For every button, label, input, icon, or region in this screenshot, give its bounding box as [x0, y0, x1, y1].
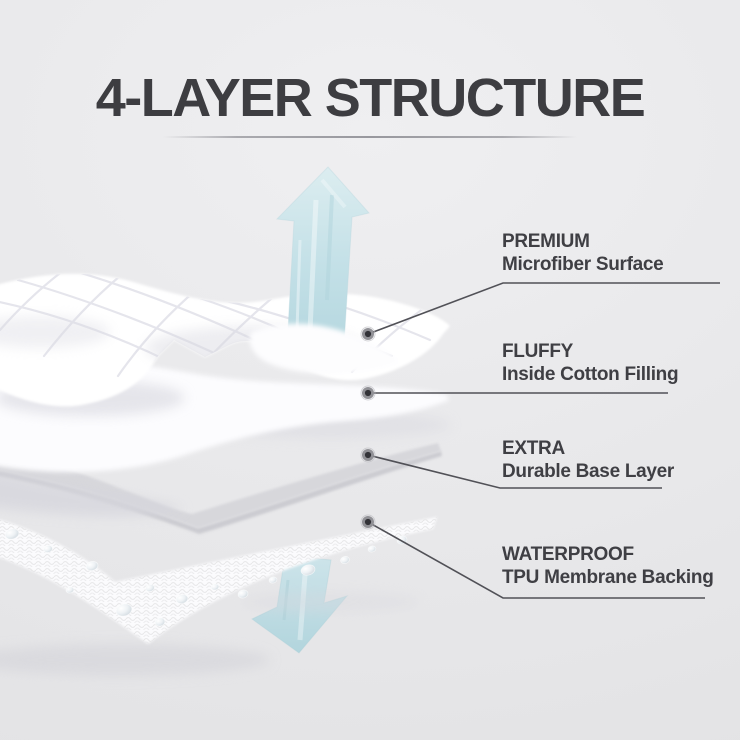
callout-line: [367, 282, 720, 335]
callout-line: [367, 454, 662, 489]
stack-shadow: [240, 592, 420, 612]
waterproof-layer: [0, 517, 437, 644]
callout-waterproof: WATERPROOF TPU Membrane Backing: [502, 543, 732, 589]
anchor-dot: [360, 447, 376, 463]
callout-heading: EXTRA: [502, 438, 565, 459]
callout-subheading: TPU Membrane Backing: [502, 567, 714, 588]
callout-lines: [367, 282, 720, 599]
quilt-front-hump: [249, 323, 399, 374]
water-droplets: [4, 528, 408, 627]
callout-fluffy: FLUFFY Inside Cotton Filling: [502, 340, 732, 386]
callout-heading: PREMIUM: [502, 231, 590, 252]
anchor-dots: [360, 326, 376, 530]
callout-heading: FLUFFY: [502, 341, 574, 362]
callout-subheading: Microfiber Surface: [502, 254, 664, 275]
callout-line: [367, 521, 705, 599]
callout-heading: WATERPROOF: [502, 544, 634, 565]
callout-subheading: Inside Cotton Filling: [502, 364, 679, 385]
stack-shadow: [0, 644, 270, 676]
title-underline: [162, 136, 578, 138]
callout-extra: EXTRA Durable Base Layer: [502, 437, 732, 483]
page-title: 4-LAYER STRUCTURE: [95, 68, 646, 128]
anchor-dot: [360, 385, 376, 401]
callout-premium: PREMIUM Microfiber Surface: [502, 230, 732, 276]
callout-subheading: Durable Base Layer: [502, 461, 675, 482]
up-arrow-icon: [275, 166, 370, 349]
anchor-dot: [360, 326, 376, 342]
anchor-dot: [360, 514, 376, 530]
